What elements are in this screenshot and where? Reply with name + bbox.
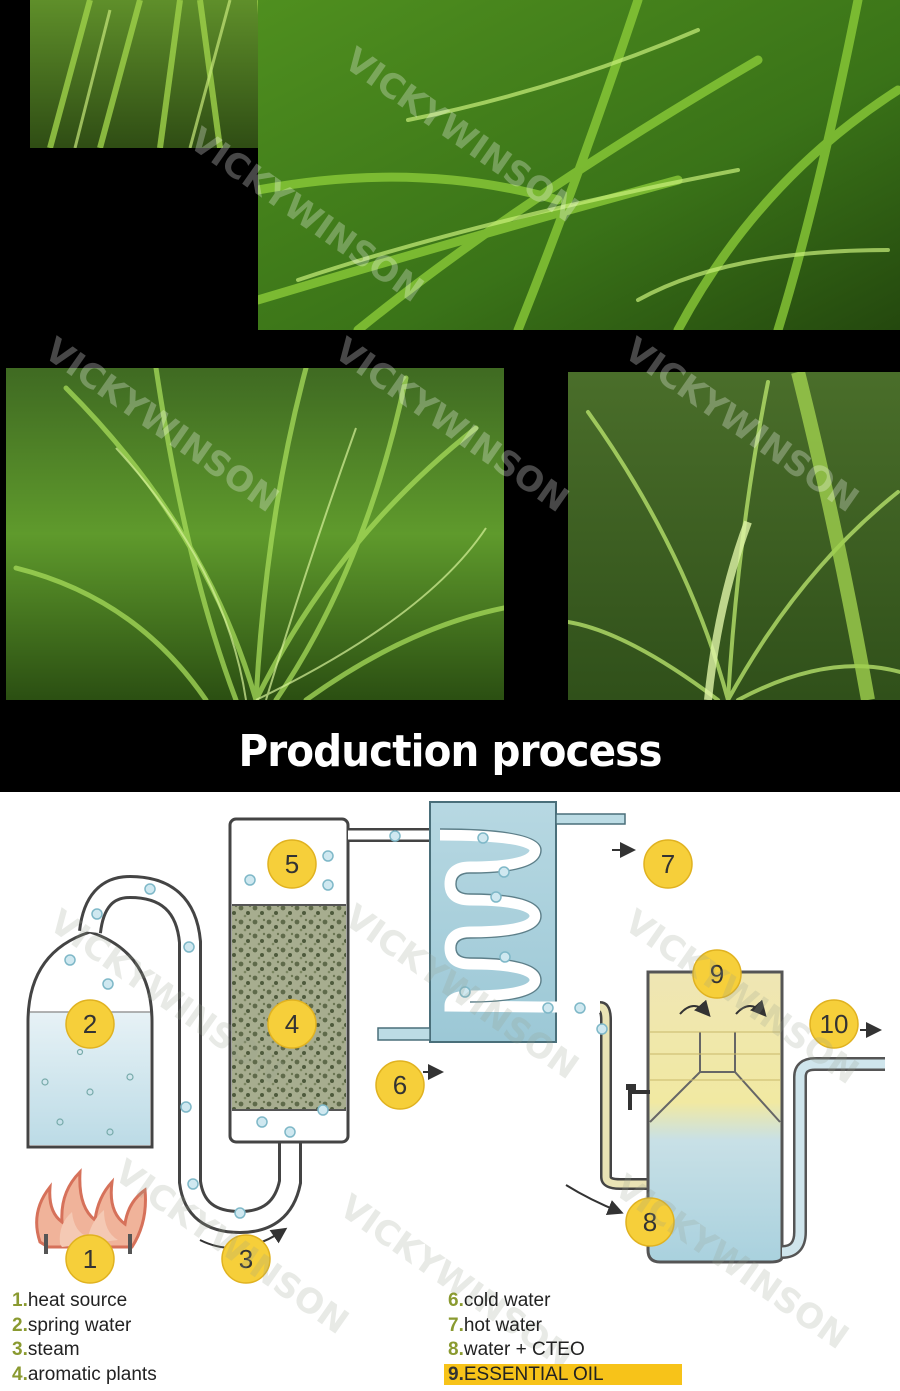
step-badge-2: 2 — [65, 999, 115, 1049]
legend-item: 1.heat source — [12, 1290, 128, 1311]
step-badge-4: 4 — [267, 999, 317, 1049]
legend-right: 6.cold water 7.hot water 8.water + CTEO … — [444, 1289, 682, 1388]
legend-item-highlighted: 9.ESSENTIAL OIL — [444, 1363, 682, 1388]
step-badge-label: 4 — [285, 1009, 299, 1039]
step-badge-label: 3 — [239, 1244, 253, 1274]
step-badge-9: 9 — [692, 949, 742, 999]
step-badge-label: 5 — [285, 849, 299, 879]
photo-middle-right — [568, 372, 900, 700]
step-badge-label: 10 — [820, 1009, 849, 1039]
condenser — [377, 801, 626, 1043]
step-badge-label: 1 — [83, 1244, 97, 1274]
step-badge-label: 6 — [393, 1070, 407, 1100]
steam-bubbles — [64, 830, 608, 1219]
step-badge-label: 9 — [710, 959, 724, 989]
fire-icon — [35, 1168, 147, 1254]
step-badge-6: 6 — [375, 1060, 425, 1110]
step-badge-label: 2 — [83, 1009, 97, 1039]
step-badge-1: 1 — [65, 1234, 115, 1284]
step-badge-label: 7 — [661, 849, 675, 879]
step-badge-7: 7 — [643, 839, 693, 889]
legend-item: 2.spring water — [12, 1314, 132, 1336]
step-badge-3: 3 — [221, 1234, 271, 1284]
legend-item: 3.steam — [12, 1339, 80, 1360]
photo-middle-left — [6, 368, 504, 700]
step-badge-label: 8 — [643, 1207, 657, 1237]
legend-item: 8.water + CTEO — [448, 1339, 585, 1360]
step-badge-10: 10 — [809, 999, 859, 1049]
step-badge-5: 5 — [267, 839, 317, 889]
plant-column — [228, 817, 350, 1144]
legend-left: 1.heat source 2.spring water 3.steam 4.a… — [12, 1289, 157, 1387]
legend-item: 4.aromatic plants — [12, 1363, 157, 1385]
separator — [626, 970, 885, 1264]
photo-top-right — [258, 0, 900, 330]
page-title: Production process — [238, 726, 662, 777]
step-badge-8: 8 — [625, 1197, 675, 1247]
legend-item: 6.cold water — [448, 1290, 551, 1311]
legend-item: 7.hot water — [448, 1314, 543, 1336]
